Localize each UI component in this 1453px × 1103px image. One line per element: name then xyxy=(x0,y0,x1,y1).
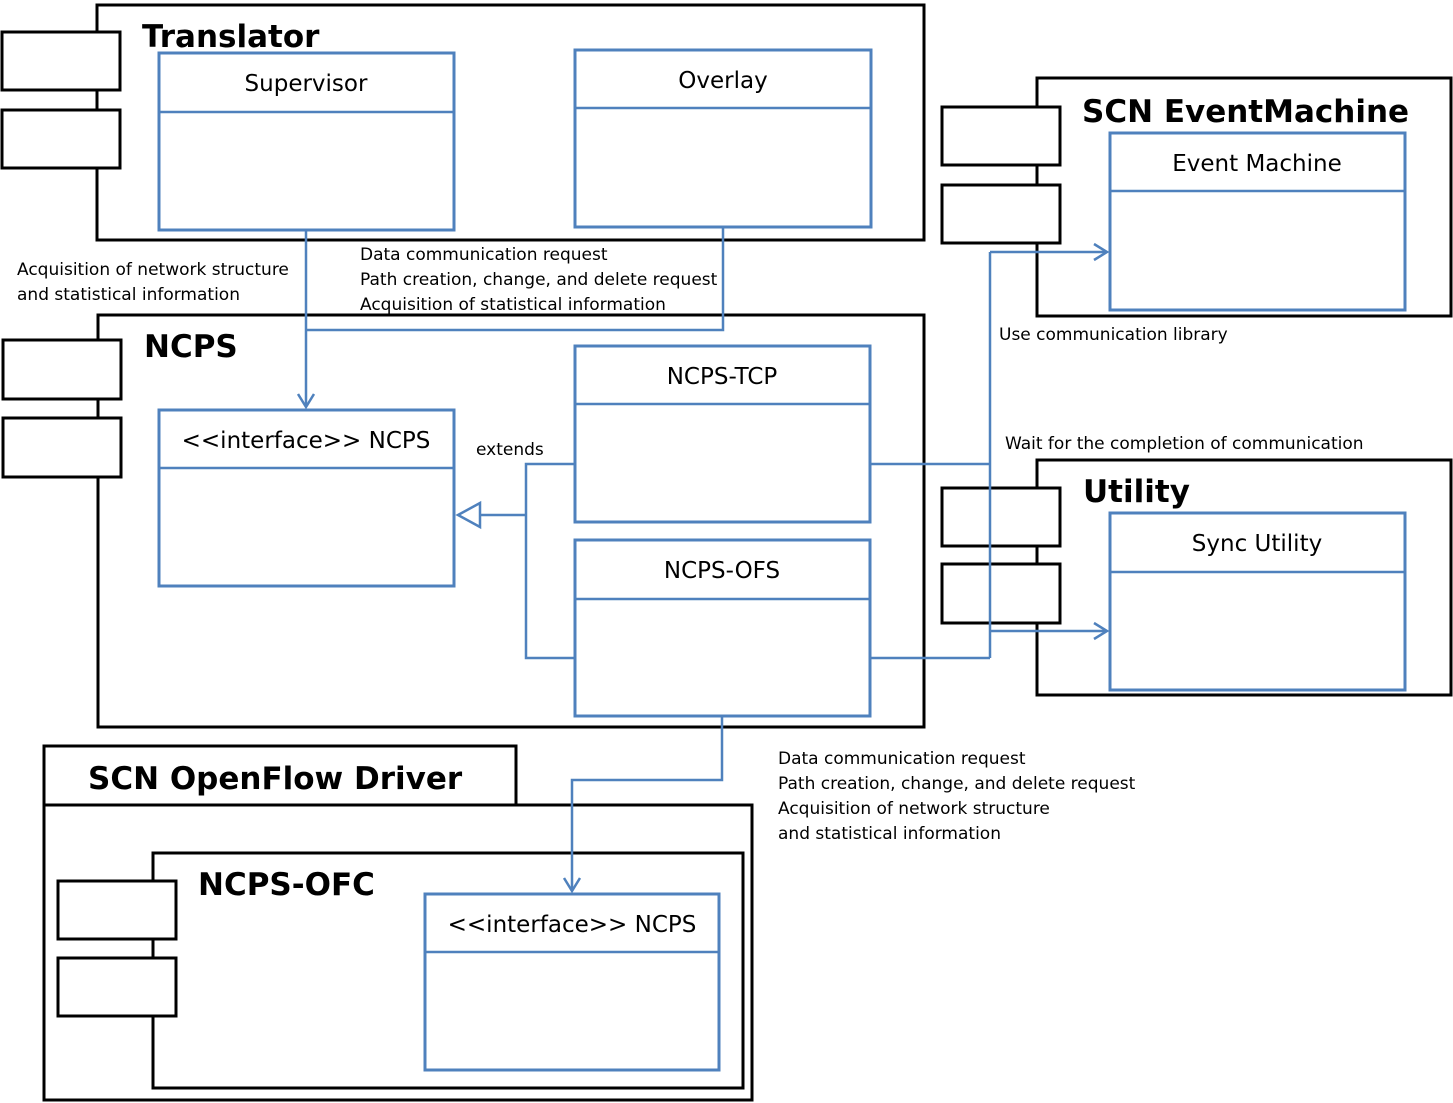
sync-utility-box xyxy=(1108,511,1407,692)
overlay-requests-line: Acquisition of statistical information xyxy=(360,295,666,315)
translator-port-bottom xyxy=(0,108,122,170)
supervisor-to-ncps-arrow xyxy=(296,230,316,410)
ncps-port-top xyxy=(1,338,123,401)
translator-component: Translator Supervisor Overlay xyxy=(0,3,926,242)
acquisition-label-line: Acquisition of network structure xyxy=(17,260,289,280)
to-sync-utility-arrowhead xyxy=(1093,621,1110,641)
openflow-driver-title: SCN OpenFlow Driver xyxy=(88,761,463,797)
use-library-label: Use communication library xyxy=(999,325,1228,345)
ofs-requests-line: Path creation, change, and delete reques… xyxy=(778,774,1136,794)
ncps-ofc-port-bottom xyxy=(56,956,178,1018)
overlay-requests-label: Data communication request Path creation… xyxy=(360,245,718,315)
overlay-requests-line: Path creation, change, and delete reques… xyxy=(360,270,718,290)
openflow-driver-tab xyxy=(42,744,518,807)
translator-port-top xyxy=(0,30,122,92)
ofs-requests-line: Acquisition of network structure xyxy=(778,799,1050,819)
utility-port-bottom xyxy=(940,562,1062,625)
openflow-driver-package: SCN OpenFlow Driver NCPS-OFC <<interface… xyxy=(42,744,754,1102)
utility-component: Utility Sync Utility xyxy=(940,458,1453,697)
wait-completion-label: Wait for the completion of communication xyxy=(1005,434,1364,454)
supervisor-to-ncps-arrowhead xyxy=(296,393,316,410)
event-machine-component-title: SCN EventMachine xyxy=(1082,94,1409,130)
utility-title: Utility xyxy=(1083,474,1190,510)
ncps-ofc-title: NCPS-OFC xyxy=(198,867,375,903)
ncps-tcp-class: NCPS-TCP xyxy=(573,344,872,524)
ncps-interface-box xyxy=(157,408,456,588)
ncps-ofc-port-top xyxy=(56,879,178,941)
ncps-component: NCPS <<interface>> NCPS NCPS-TCP NCPS-OF… xyxy=(1,313,926,729)
acquisition-label: Acquisition of network structure and sta… xyxy=(17,260,289,305)
library-connector xyxy=(870,242,1110,660)
event-machine-port-top xyxy=(940,105,1062,167)
supervisor-title: Supervisor xyxy=(245,71,368,97)
sync-utility-title: Sync Utility xyxy=(1192,531,1322,557)
utility-port-top xyxy=(940,486,1062,548)
ofs-requests-label: Data communication request Path creation… xyxy=(778,749,1136,844)
ncps-ofc-interface-class: <<interface>> NCPS xyxy=(423,892,721,1072)
ofs-to-ofc-arrowhead xyxy=(562,877,582,894)
sync-utility-class: Sync Utility xyxy=(1108,511,1407,692)
ofs-to-ofc-line xyxy=(570,716,724,890)
event-machine-class-title: Event Machine xyxy=(1172,151,1341,177)
ncps-ofc-interface-title: <<interface>> NCPS xyxy=(448,912,697,938)
event-machine-class: Event Machine xyxy=(1108,131,1407,312)
ncps-tcp-title: NCPS-TCP xyxy=(667,364,778,390)
overlay-title: Overlay xyxy=(678,68,767,94)
acquisition-label-line: and statistical information xyxy=(17,285,240,305)
event-machine-component: SCN EventMachine Event Machine xyxy=(940,76,1453,318)
event-machine-port-bottom xyxy=(940,183,1062,245)
to-event-machine-arrowhead xyxy=(1093,242,1110,262)
ofs-to-ofc-arrow xyxy=(562,716,724,894)
supervisor-box xyxy=(157,51,456,232)
ncps-ofs-class: NCPS-OFS xyxy=(573,538,872,718)
extends-generalization xyxy=(455,462,575,660)
overlay-to-ncps-line xyxy=(306,227,725,332)
extends-triangle-head xyxy=(455,500,482,530)
ncps-ofc-interface-box xyxy=(423,892,721,1072)
ofs-requests-line: Data communication request xyxy=(778,749,1026,769)
extends-label: extends xyxy=(476,440,544,460)
ncps-interface-class: <<interface>> NCPS xyxy=(157,408,456,588)
ofs-requests-line: and statistical information xyxy=(778,824,1001,844)
ncps-tcp-box xyxy=(573,344,872,524)
overlay-requests-line: Data communication request xyxy=(360,245,608,265)
event-machine-box xyxy=(1108,131,1407,312)
ncps-ofc-component: NCPS-OFC <<interface>> NCPS xyxy=(56,851,745,1090)
translator-title: Translator xyxy=(142,19,320,55)
ncps-interface-title: <<interface>> NCPS xyxy=(182,428,431,454)
ncps-ofs-title: NCPS-OFS xyxy=(664,558,780,584)
overlay-class: Overlay xyxy=(573,48,873,229)
ncps-ofs-box xyxy=(573,538,872,718)
ncps-port-bottom xyxy=(1,416,123,479)
extends-bracket-line xyxy=(524,462,575,660)
ncps-title: NCPS xyxy=(144,329,238,365)
supervisor-class: Supervisor xyxy=(157,51,456,232)
